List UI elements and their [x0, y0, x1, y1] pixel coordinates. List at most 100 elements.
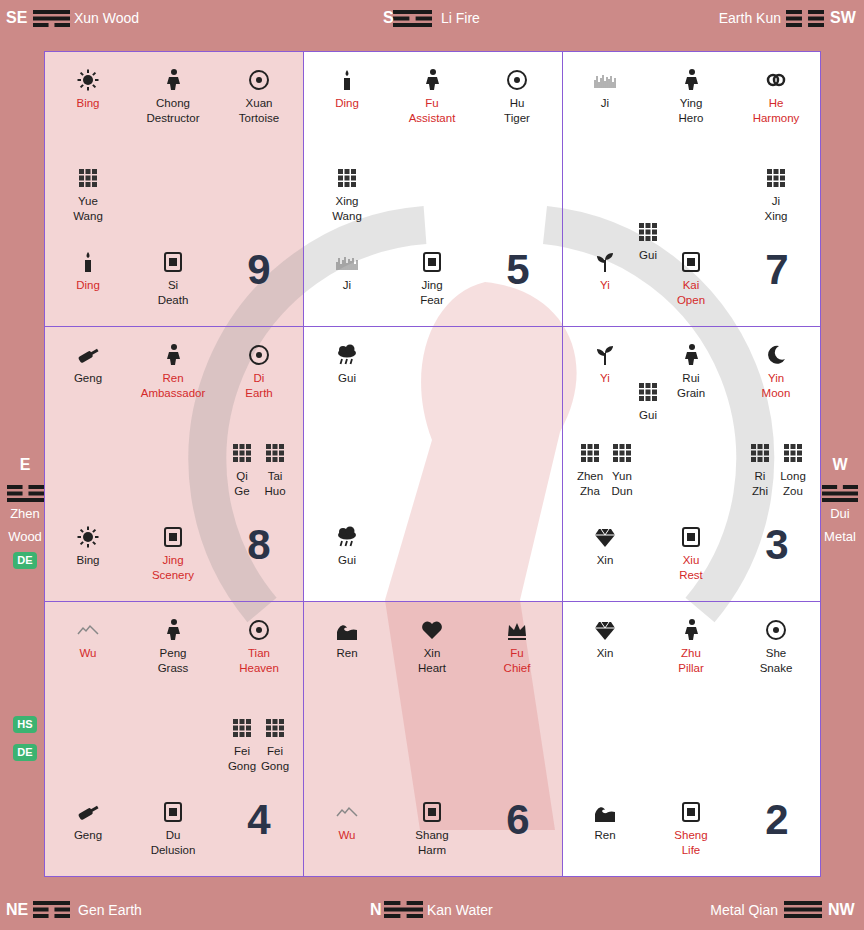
icon-part: [161, 525, 185, 549]
icon-part: [422, 622, 442, 639]
icon-part: [161, 68, 185, 92]
direction-label: Zhen: [10, 505, 40, 523]
cell-text: Rest: [679, 568, 703, 582]
cell-text: Wu: [79, 646, 96, 660]
cell-icon: [335, 800, 359, 824]
cell-text: Kai: [683, 278, 700, 292]
icon-part: [613, 82, 614, 88]
palace-number: 6: [506, 799, 529, 841]
icon-part: [335, 800, 359, 824]
icon-part: [87, 87, 89, 91]
icon-part: [424, 803, 440, 821]
icon-part: [601, 78, 602, 88]
cell-icon: [420, 68, 444, 92]
icon-part: [689, 619, 695, 625]
icon-part: [165, 803, 181, 821]
icon-part: [646, 390, 651, 395]
cell-icon: [247, 68, 271, 92]
icon-part: [595, 622, 615, 640]
icon-part: [240, 444, 245, 449]
icon-part: [349, 259, 350, 270]
icon-part: [687, 533, 695, 541]
icon-part: [581, 451, 586, 456]
icon-part: [165, 253, 181, 271]
icon-part: [773, 627, 779, 633]
icon-part: [791, 451, 796, 456]
badge-text: DE: [17, 746, 32, 758]
icon-part: [357, 260, 358, 270]
cell-icon: [420, 250, 444, 274]
direction-label: Gen Earth: [78, 901, 142, 919]
cell-icon: [335, 250, 359, 274]
icon-part: [797, 444, 802, 449]
icon-part: [279, 451, 284, 456]
icon-part: [233, 444, 238, 449]
icon-part: [335, 525, 359, 549]
icon-part: [784, 451, 789, 456]
icon-part: [246, 732, 251, 737]
icon-part: [167, 627, 180, 640]
icon-part: [247, 618, 271, 642]
icon-part: [76, 343, 100, 367]
icon-part: [266, 444, 271, 449]
palace-number: 2: [765, 799, 788, 841]
cell-text: Tiger: [504, 111, 530, 125]
cell-text: Fei: [234, 744, 250, 758]
icon-part: [273, 457, 278, 462]
palace-cell: GengRenAmbassadorDiEarthQiGeTaiHuoBingJi…: [44, 326, 303, 601]
cell-text: Grain: [677, 386, 705, 400]
direction-label: SW: [830, 9, 856, 27]
icon-part: [639, 230, 644, 235]
cell-text: Delusion: [151, 843, 196, 857]
icon-part: [273, 444, 278, 449]
icon-part: [337, 262, 338, 270]
icon-part: [514, 77, 520, 83]
cell-text: Zhen: [577, 469, 603, 483]
icon-part: [171, 619, 177, 625]
cell-text: Xin: [597, 646, 614, 660]
palace-cell: YiRuiGrainYinMoonGuiZhenZhaYunDunRiZhiLo…: [562, 326, 820, 601]
icon-part: [247, 343, 271, 367]
icon-part: [652, 236, 657, 241]
trigram-bar: [784, 914, 822, 918]
trigram-bar: [384, 901, 400, 905]
trigram-bar: [808, 10, 824, 14]
icon-part: [758, 444, 763, 449]
icon-part: [687, 808, 695, 816]
icon-part: [588, 451, 593, 456]
icon-part: [83, 75, 93, 85]
icon-part: [578, 441, 602, 465]
cell-icon: [593, 525, 617, 549]
cell-text: Xuan: [246, 96, 273, 110]
icon-part: [79, 176, 84, 181]
cell-icon: [764, 68, 788, 92]
icon-part: [93, 73, 96, 76]
direction-label: SE: [6, 9, 27, 27]
cell-icon: [781, 441, 805, 465]
icon-part: [343, 260, 344, 270]
icon-part: [335, 68, 359, 92]
icon-part: [639, 383, 644, 388]
icon-part: [636, 380, 660, 404]
icon-part: [279, 457, 284, 462]
icon-part: [339, 258, 340, 270]
cell-icon: [263, 716, 287, 740]
icon-part: [751, 444, 756, 449]
icon-part: [240, 726, 245, 731]
icon-part: [90, 349, 98, 356]
cell-text: Long: [780, 469, 806, 483]
icon-part: [646, 223, 651, 228]
icon-part: [93, 85, 96, 88]
cell-icon: [161, 68, 185, 92]
cell-icon: [764, 343, 788, 367]
palace-number: 9: [247, 249, 270, 291]
icon-part: [338, 176, 343, 181]
direction-label: Li Fire: [441, 9, 480, 27]
cell-icon: [679, 800, 703, 824]
icon-part: [76, 250, 100, 274]
cell-text: Rui: [682, 371, 699, 385]
trigram-bar: [407, 914, 423, 918]
cell-text: Gui: [338, 553, 356, 567]
icon-part: [597, 349, 605, 356]
cell-text: Ren: [594, 828, 615, 842]
